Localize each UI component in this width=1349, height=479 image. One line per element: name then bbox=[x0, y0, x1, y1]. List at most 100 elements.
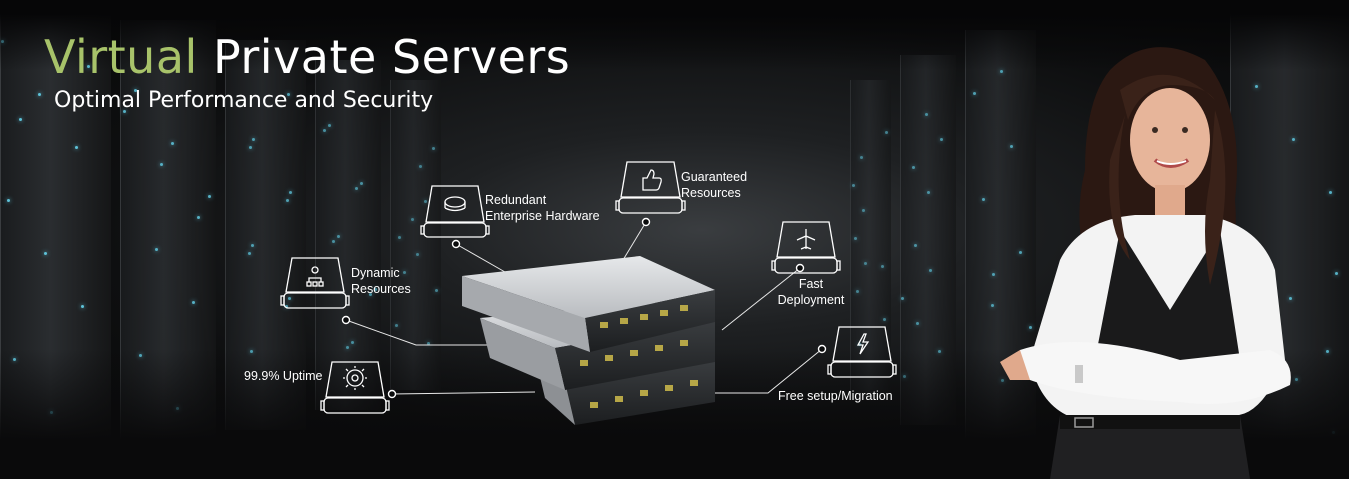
rack-led bbox=[856, 290, 859, 293]
lightning-icon bbox=[827, 326, 897, 378]
rack-led bbox=[44, 252, 47, 255]
feature-fast: Fast Deployment bbox=[772, 276, 850, 308]
rack-led bbox=[916, 322, 919, 325]
rack-led bbox=[881, 265, 884, 268]
rack-led bbox=[355, 187, 358, 190]
feature-free-setup: Free setup/Migration bbox=[778, 389, 893, 403]
feature-dynamic-line1: Dynamic bbox=[351, 266, 400, 280]
rack-led bbox=[75, 146, 78, 149]
rack-led bbox=[328, 124, 331, 127]
user-network-icon bbox=[280, 257, 350, 309]
feature-redundant-line1: Redundant bbox=[485, 193, 547, 207]
rack-led bbox=[419, 165, 422, 168]
rack-led bbox=[360, 182, 363, 185]
rack-led bbox=[885, 131, 888, 134]
rack-led bbox=[248, 252, 251, 255]
feature-guaranteed: Guaranteed Resources bbox=[681, 169, 747, 201]
rack-led bbox=[991, 304, 994, 307]
rack-led bbox=[251, 244, 254, 247]
rack-led bbox=[351, 341, 354, 344]
rack-led bbox=[374, 288, 377, 291]
rack-led bbox=[337, 235, 340, 238]
rack-led bbox=[155, 248, 158, 251]
connector-dots bbox=[341, 217, 827, 399]
rack-led bbox=[289, 191, 292, 194]
feature-dynamic: Dynamic Resources bbox=[351, 265, 411, 297]
feature-redundant: Redundant Enterprise Hardware bbox=[485, 192, 600, 224]
rack-led bbox=[1019, 251, 1022, 254]
airplane-icon bbox=[771, 221, 841, 274]
thumbs-up-icon bbox=[615, 161, 686, 214]
rack-led bbox=[123, 110, 126, 113]
feature-fast-line1: Fast bbox=[798, 277, 824, 291]
rack-led bbox=[403, 271, 406, 274]
rack-led bbox=[192, 301, 195, 304]
rack-led bbox=[332, 240, 335, 243]
rack-led bbox=[416, 253, 419, 256]
rack-led bbox=[860, 156, 863, 159]
rack-led bbox=[927, 191, 930, 194]
rack-led bbox=[38, 93, 41, 96]
rack-led bbox=[346, 346, 349, 349]
feature-guaranteed-line1: Guaranteed bbox=[681, 170, 748, 184]
hard-drive-icon bbox=[420, 185, 490, 238]
rack-led bbox=[197, 216, 200, 219]
rack-led bbox=[883, 318, 886, 321]
server-stack bbox=[462, 256, 715, 425]
rack-led bbox=[288, 297, 291, 300]
rack-led bbox=[973, 92, 976, 95]
rack-led bbox=[940, 138, 943, 141]
rack-led bbox=[249, 146, 252, 149]
rack-led bbox=[160, 163, 163, 166]
rack-led bbox=[912, 166, 915, 169]
rack-led bbox=[427, 342, 430, 345]
title-rest: Private Servers bbox=[212, 30, 571, 84]
rack-led bbox=[1335, 272, 1338, 275]
title-accent: Virtual bbox=[44, 30, 198, 84]
rack-led bbox=[171, 142, 174, 145]
rack-led bbox=[1329, 191, 1332, 194]
rack-led bbox=[862, 209, 865, 212]
rack-led bbox=[411, 218, 414, 221]
feature-dynamic-line2: Resources bbox=[351, 282, 411, 296]
page-subtitle: Optimal Performance and Security bbox=[54, 88, 434, 113]
rack-led bbox=[252, 138, 255, 141]
rack-led bbox=[435, 289, 438, 292]
rack-led bbox=[864, 262, 867, 265]
feature-redundant-line2: Enterprise Hardware bbox=[485, 209, 600, 223]
rack-led bbox=[398, 236, 401, 239]
page-title: Virtual Private Servers bbox=[44, 30, 570, 84]
rack-led bbox=[1000, 70, 1003, 73]
rack-led bbox=[208, 195, 211, 198]
rack-led bbox=[323, 129, 326, 132]
rack-led bbox=[369, 293, 372, 296]
rack-led bbox=[992, 273, 995, 276]
rack-led bbox=[81, 305, 84, 308]
ceiling-shadow bbox=[0, 0, 1349, 70]
rack-led bbox=[424, 200, 427, 203]
rack-led bbox=[914, 244, 917, 247]
rack-led bbox=[1289, 297, 1292, 300]
rack-led bbox=[19, 118, 22, 121]
gear-icon bbox=[320, 361, 390, 414]
rack-led bbox=[1029, 326, 1032, 329]
rack-led bbox=[7, 199, 10, 202]
rack-led bbox=[1010, 145, 1013, 148]
rack-led bbox=[982, 198, 985, 201]
rack-led bbox=[852, 184, 855, 187]
rack-led bbox=[285, 305, 288, 308]
rack-led bbox=[395, 324, 398, 327]
rack-led bbox=[432, 147, 435, 150]
spokesperson-image bbox=[1000, 47, 1291, 479]
feature-fast-line2: Deployment bbox=[777, 293, 845, 307]
rack-led bbox=[287, 93, 290, 96]
rack-led bbox=[1292, 138, 1295, 141]
rack-led bbox=[286, 199, 289, 202]
rack-led bbox=[925, 113, 928, 116]
rack-led bbox=[134, 89, 137, 92]
feature-guaranteed-line2: Resources bbox=[681, 186, 741, 200]
rack-led bbox=[901, 297, 904, 300]
feature-uptime: 99.9% Uptime bbox=[244, 369, 323, 383]
